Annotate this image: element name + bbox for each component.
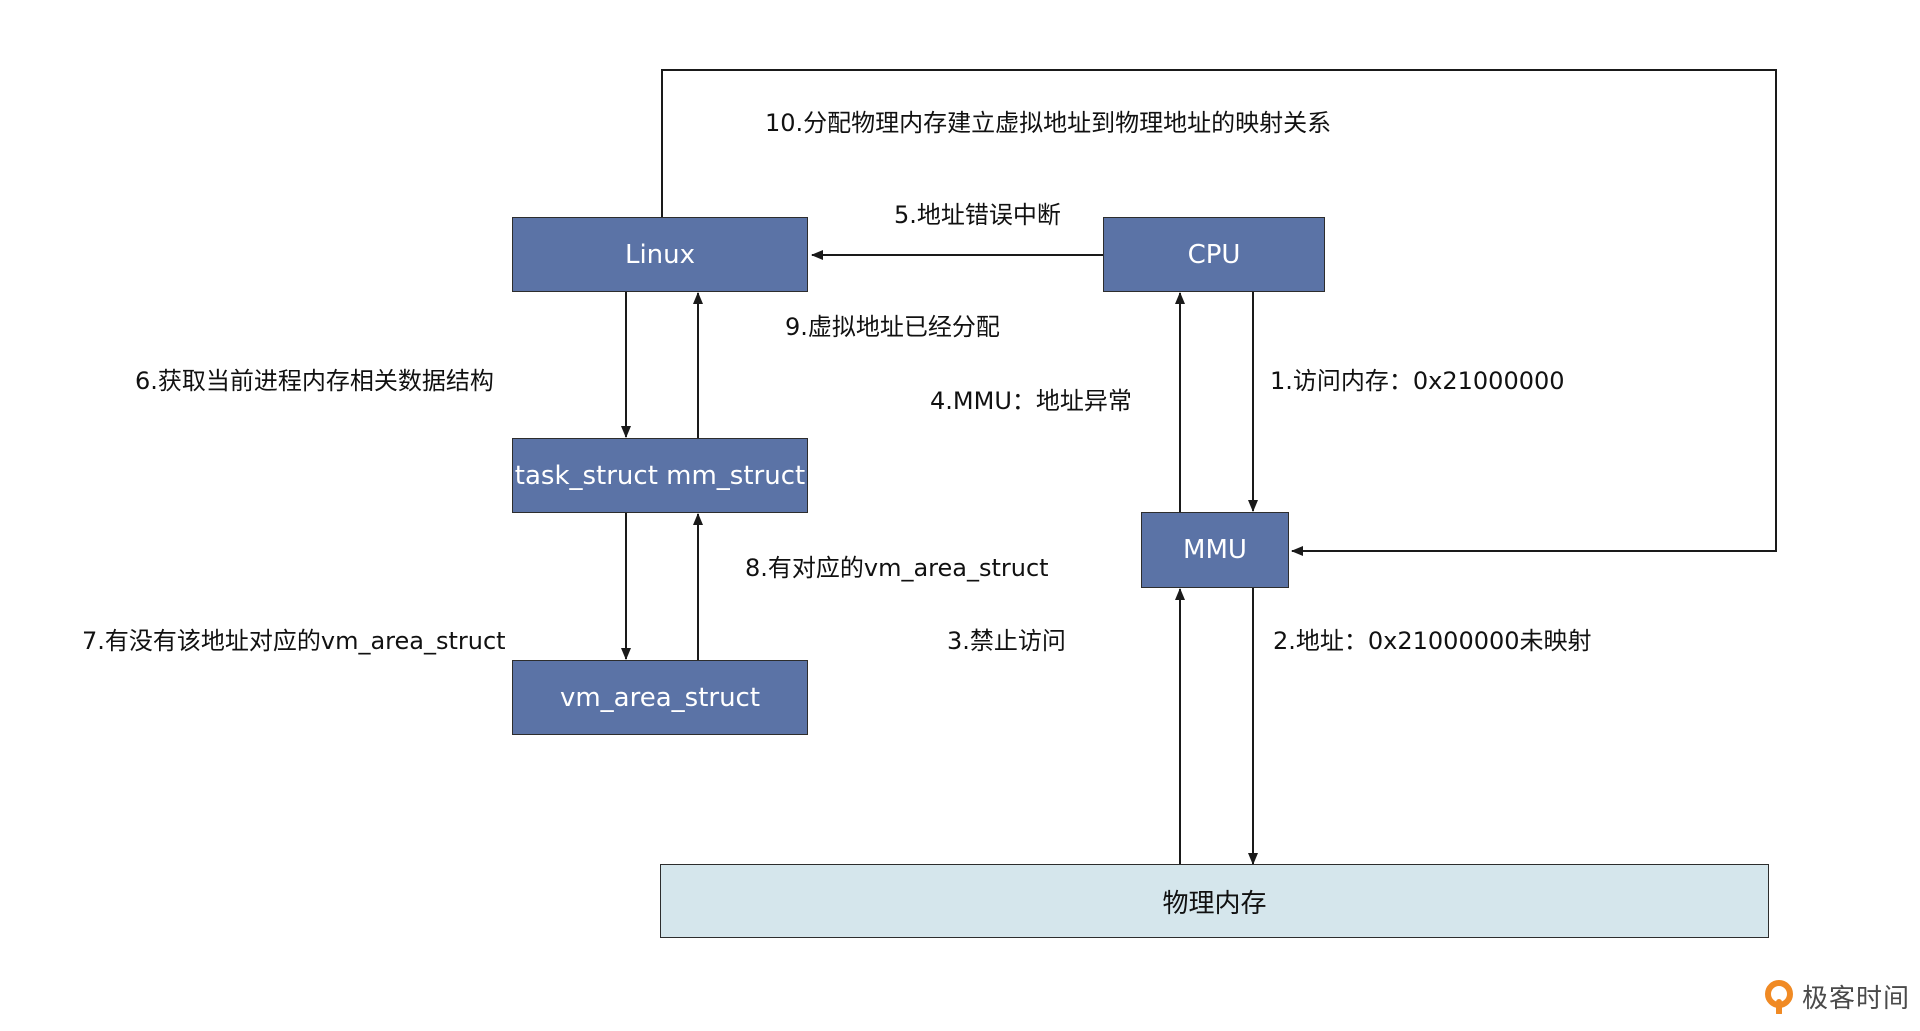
step5-label: 5.地址错误中断 <box>894 201 1061 229</box>
geektime-logo-icon <box>1765 979 1793 1014</box>
physical-memory-node: 物理内存 <box>660 864 1769 938</box>
step9-label: 9.虚拟地址已经分配 <box>785 313 1000 341</box>
cpu-node: CPU <box>1103 217 1325 292</box>
step8-label: 8.有对应的vm_area_struct <box>745 554 1049 582</box>
geektime-logo: 极客时间 <box>1764 978 1910 1015</box>
step2-label: 2.地址：0x21000000未映射 <box>1273 627 1592 655</box>
vm-area-struct-node: vm_area_struct <box>512 660 808 735</box>
arrow-step10 <box>661 69 1777 556</box>
geektime-logo-text: 极客时间 <box>1802 984 1911 1014</box>
step4-label: 4.MMU：地址异常 <box>930 387 1132 415</box>
step7-label: 7.有没有该地址对应的vm_area_struct <box>82 627 506 655</box>
step1-label: 1.访问内存：0x21000000 <box>1270 367 1565 395</box>
step3-label: 3.禁止访问 <box>947 627 1066 655</box>
linux-node: Linux <box>512 217 808 292</box>
task-mm-struct-node: task_struct mm_struct <box>512 438 808 513</box>
step10-label: 10.分配物理内存建立虚拟地址到物理地址的映射关系 <box>765 109 1332 137</box>
mmu-node: MMU <box>1141 512 1289 588</box>
step6-label: 6.获取当前进程内存相关数据结构 <box>135 367 494 395</box>
